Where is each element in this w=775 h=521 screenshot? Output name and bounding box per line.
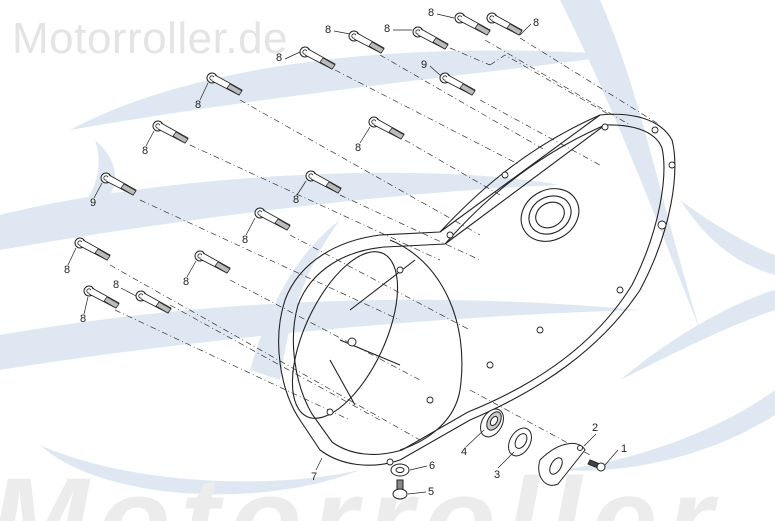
callout-bolt-8: 8: [325, 24, 332, 36]
leader-lines: [67, 13, 619, 495]
side-cover: [278, 113, 676, 466]
bolts: [74, 12, 523, 314]
callout-cover-7: 7: [311, 471, 318, 483]
callout-bolt-8: 8: [276, 52, 283, 64]
callout-bolt-8: 8: [384, 23, 391, 35]
washer: [390, 463, 410, 477]
plate: [538, 442, 586, 486]
watermark-text-top: Motorroller.de: [12, 14, 289, 63]
callout-bolt-8: 8: [64, 264, 71, 276]
callout-bolt-9: 9: [421, 59, 428, 71]
screw: [587, 459, 606, 472]
callout-bolt-8: 8: [533, 17, 540, 29]
callout-bolt-8: 8: [293, 194, 300, 206]
cover-bolt-bosses: [326, 123, 676, 466]
callout-drain-bolt-5: 5: [428, 486, 435, 498]
callout-bolt-8: 8: [242, 234, 249, 246]
callout-bolt-8: 8: [80, 313, 87, 325]
drain-bolt: [392, 479, 408, 500]
callout-bolt-9: 9: [90, 197, 97, 209]
callout-bolt-8: 8: [113, 279, 120, 291]
callout-washer-6: 6: [429, 460, 436, 472]
callout-bolt-8: 8: [183, 276, 190, 288]
callout-seal-3: 3: [494, 469, 501, 481]
callout-bolt-8: 8: [195, 99, 202, 111]
assembly-lines: [109, 37, 661, 456]
callout-plate-2: 2: [592, 422, 599, 434]
oil-seal: [508, 427, 532, 457]
callout-screw-1: 1: [621, 443, 628, 455]
callout-bolt-8: 8: [428, 7, 435, 19]
bearing: [480, 408, 504, 438]
callout-bearing-4: 4: [461, 446, 468, 458]
callout-bolt-8: 8: [355, 142, 362, 154]
callout-bolt-8: 8: [142, 145, 149, 157]
